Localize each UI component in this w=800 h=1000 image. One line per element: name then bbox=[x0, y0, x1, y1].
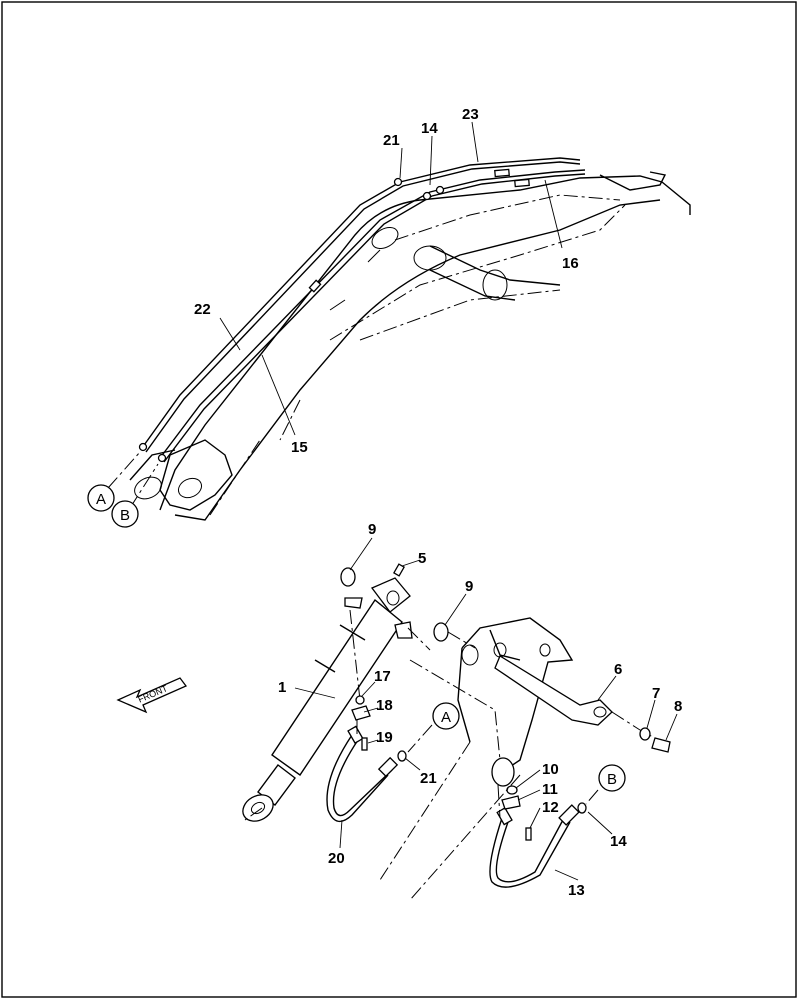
callout-12: 12 bbox=[542, 799, 559, 816]
connector-b-top: B bbox=[111, 500, 139, 528]
callout-20: 20 bbox=[328, 850, 345, 867]
callout-8: 8 bbox=[674, 698, 682, 715]
boom-pipes bbox=[138, 157, 586, 463]
front-label: FRONT bbox=[136, 683, 169, 705]
front-arrow: FRONT bbox=[116, 677, 188, 714]
callout-5: 5 bbox=[418, 550, 426, 567]
connector-a-top: A bbox=[87, 484, 115, 512]
callout-6: 6 bbox=[614, 661, 622, 678]
callout-23: 23 bbox=[462, 106, 479, 123]
connector-a-bottom: A bbox=[432, 702, 460, 730]
callout-11: 11 bbox=[542, 781, 558, 798]
boom-assembly bbox=[129, 171, 691, 521]
callout-1: 1 bbox=[278, 679, 286, 696]
svg-text:B: B bbox=[607, 771, 617, 788]
callout-7: 7 bbox=[652, 685, 660, 702]
cylinder-assembly bbox=[242, 563, 501, 823]
callout-21-top: 21 bbox=[383, 132, 400, 149]
callout-21-bottom: 21 bbox=[420, 770, 437, 787]
svg-text:A: A bbox=[96, 491, 106, 508]
svg-text:B: B bbox=[120, 507, 130, 524]
callout-9-left: 9 bbox=[368, 521, 376, 538]
callout-labels: 21 14 23 16 22 15 9 5 9 6 7 8 1 17 18 19… bbox=[194, 106, 682, 899]
callout-14-top: 14 bbox=[421, 120, 438, 137]
callout-19: 19 bbox=[376, 729, 393, 746]
top-leaders bbox=[107, 121, 563, 509]
callout-22: 22 bbox=[194, 301, 211, 318]
callout-13: 13 bbox=[568, 882, 585, 899]
callout-10: 10 bbox=[542, 761, 559, 778]
connector-b-bottom: B bbox=[598, 764, 626, 792]
callout-9-right: 9 bbox=[465, 578, 473, 595]
bottom-leaders bbox=[294, 537, 678, 881]
svg-text:A: A bbox=[441, 709, 451, 726]
bracket-assembly bbox=[356, 617, 671, 901]
callout-14-bottom: 14 bbox=[610, 833, 627, 850]
callout-18: 18 bbox=[376, 697, 393, 714]
callout-17: 17 bbox=[374, 668, 391, 685]
callout-16: 16 bbox=[562, 255, 579, 272]
callout-15: 15 bbox=[291, 439, 308, 456]
